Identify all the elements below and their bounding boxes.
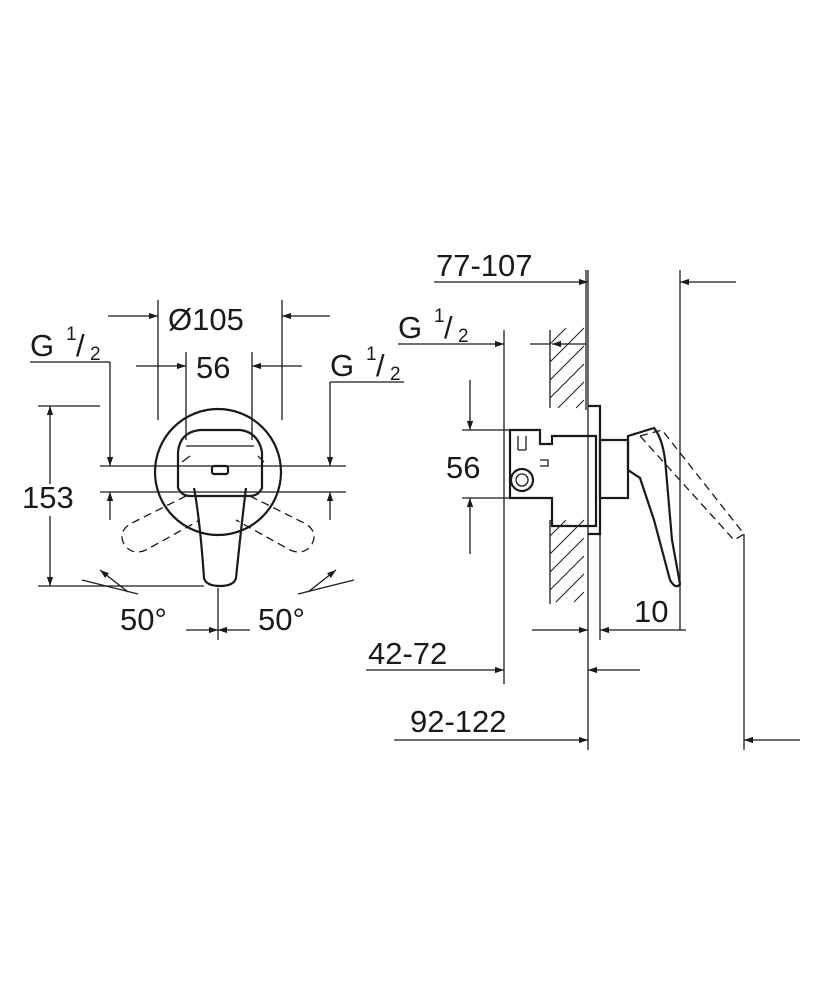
svg-text:/: /: [76, 328, 85, 363]
svg-text:G: G: [30, 328, 54, 363]
front-thread-left-label: G 1 / 2: [30, 324, 101, 365]
front-angle-right-label: 50°: [258, 602, 305, 637]
side-total-adjust-label: 77-107: [436, 248, 533, 283]
wall-section-bottom: [549, 519, 585, 604]
svg-text:2: 2: [90, 344, 101, 365]
cartridge-housing: [176, 428, 264, 498]
lever-right-position: [235, 495, 315, 553]
side-plate-label: 10: [634, 594, 668, 629]
rosette-circle: [153, 407, 283, 537]
svg-text:1: 1: [66, 324, 77, 345]
front-spacing-label: 56: [196, 350, 230, 385]
side-height-label: 56: [446, 450, 480, 485]
front-view: Ø105 56 153 50° 50° G 1 / 2 G 1 / 2: [22, 300, 404, 640]
front-height-label: 153: [22, 480, 74, 515]
svg-text:/: /: [444, 310, 453, 345]
svg-text:2: 2: [458, 326, 469, 347]
front-diameter-label: Ø105: [168, 302, 244, 337]
front-angle-left-label: 50°: [120, 602, 167, 637]
svg-text:/: /: [376, 348, 385, 383]
svg-text:1: 1: [434, 306, 445, 327]
side-thread-label: G 1 / 2: [398, 306, 469, 347]
svg-text:G: G: [330, 348, 354, 383]
side-depth-label: 92-122: [410, 704, 507, 739]
lever-left-position: [121, 495, 201, 553]
cover-plate: [588, 404, 602, 536]
front-thread-right-label: G 1 / 2: [330, 344, 401, 385]
svg-text:1: 1: [366, 344, 377, 365]
svg-text:G: G: [398, 310, 422, 345]
chrome-sleeve: [598, 438, 630, 500]
side-wall-min-label: 42-72: [368, 636, 447, 671]
wall-section-top: [549, 270, 587, 410]
lever-side-raised: [638, 429, 745, 541]
mixer-body: [508, 428, 598, 528]
svg-text:2: 2: [390, 364, 401, 385]
lever-handle: [192, 487, 248, 588]
side-view: 77-107 G 1 / 2 56 10 42-72 92-122: [366, 248, 800, 750]
